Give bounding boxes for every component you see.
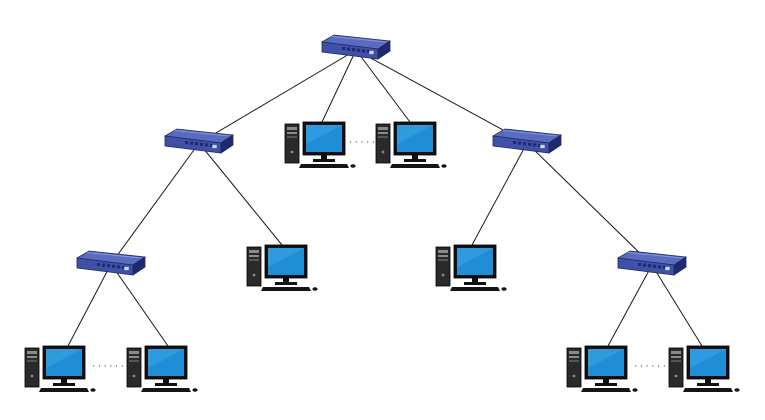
link-sw-right-right-to-pc-rr-2 [651,264,703,347]
switch-icon [616,250,688,276]
switch-icon [163,128,235,154]
computer-icon [284,121,356,168]
switch-icon [75,250,147,276]
link-sw-left-left-to-pc-ll-1 [67,263,112,347]
link-sw-right-right-to-pc-rr-1 [607,264,653,347]
nodes-layer [24,34,740,392]
ellipsis-more-computers: · · · · · [349,138,375,148]
link-sw-root-to-pc-root-2 [355,49,411,123]
ellipsis-layer: · · · · · · · · · · · · · · · · · [92,138,665,372]
link-sw-left-left-to-pc-ll-2 [110,263,169,347]
ellipsis-more-computers: · · · · · · [92,362,123,372]
computer-icon [375,121,447,168]
links-layer [67,49,703,347]
computer-icon [435,244,507,291]
switch-icon [320,34,392,60]
computer-icon [24,345,96,392]
link-sw-right-to-pc-right-1 [471,142,528,246]
computer-icon [126,345,198,392]
computer-icon [246,244,318,291]
ellipsis-more-computers: · · · · · · [634,362,665,372]
link-sw-root-to-sw-left [198,49,357,144]
link-sw-left-to-sw-left-left [110,142,200,265]
switch-icon [491,128,563,154]
link-sw-right-to-sw-right-right [526,142,653,266]
computer-icon [566,345,638,392]
link-sw-root-to-sw-right [355,49,528,144]
link-sw-left-to-pc-left-1 [198,142,283,246]
link-sw-root-to-pc-root-1 [321,49,357,123]
computer-icon [668,345,740,392]
